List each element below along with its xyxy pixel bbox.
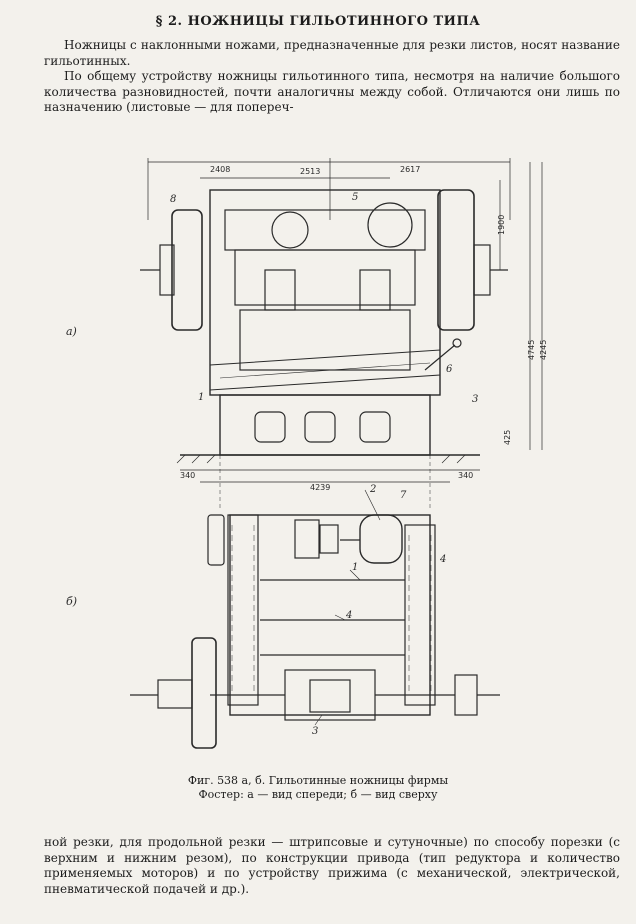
top-view xyxy=(130,489,500,749)
technical-drawing: 2408 2513 2617 4745 4245 1900 340 4239 3… xyxy=(66,158,548,749)
figure-caption: Фиг. 538 а, б. Гильотинные ножницы фирмы… xyxy=(0,774,636,802)
part-label: 2 xyxy=(369,484,376,495)
part-label: 1 xyxy=(198,392,204,403)
part-label: 5 xyxy=(352,192,358,203)
part-label: 4 xyxy=(439,554,446,565)
view-a-label: а) xyxy=(66,325,77,338)
part-label: 6 xyxy=(446,364,453,375)
continuation-text: ной резки, для продольной резки — штрипс… xyxy=(44,835,620,897)
part-label: 8 xyxy=(170,194,176,205)
intro-text: Ножницы с наклонными ножами, предназначе… xyxy=(44,38,620,116)
dim-total-height: 4745 xyxy=(527,340,536,360)
continuation-paragraph: ной резки, для продольной резки — штрипс… xyxy=(44,835,620,896)
intro-paragraph-1: Ножницы с наклонными ножами, предназначе… xyxy=(44,38,620,68)
front-view xyxy=(140,158,543,510)
caption-line-2: Фостер: а — вид спереди; б — вид сверху xyxy=(198,788,438,801)
dim-right-height: 1900 xyxy=(497,215,506,235)
dim-sub-height: 4245 xyxy=(539,340,548,360)
part-label: 7 xyxy=(400,490,407,501)
dim-bottom-width: 4239 xyxy=(310,483,330,492)
intro-paragraph-2: По общему устройству ножницы гильотинног… xyxy=(44,69,620,114)
dim-base-height: 425 xyxy=(503,430,512,445)
dim-bottom-left: 340 xyxy=(180,471,195,480)
part-label: 4 xyxy=(345,610,352,621)
dim-center-width: 2513 xyxy=(300,167,320,176)
part-label: 1 xyxy=(352,562,358,573)
dim-right-width: 2617 xyxy=(400,165,420,174)
caption-line-1: Фиг. 538 а, б. Гильотинные ножницы фирмы xyxy=(187,774,449,787)
view-b-label: б) xyxy=(66,595,77,608)
part-label: 3 xyxy=(312,726,318,737)
dim-left-width: 2408 xyxy=(210,165,230,174)
section-heading: § 2. НОЖНИЦЫ ГИЛЬОТИННОГО ТИПА xyxy=(155,14,481,29)
dim-bottom-right: 340 xyxy=(458,471,473,480)
part-label: 3 xyxy=(472,394,478,405)
